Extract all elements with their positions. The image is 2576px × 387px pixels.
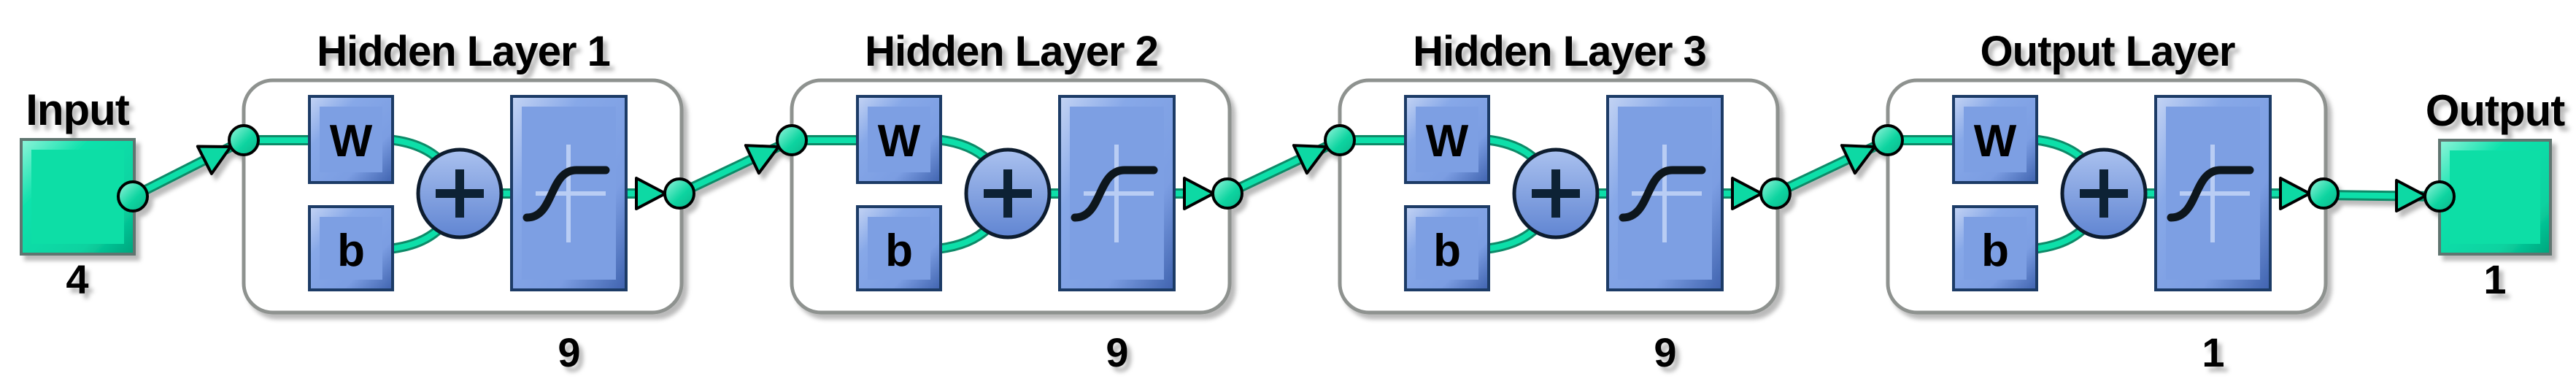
output-size-label: 1 [2483,256,2506,302]
input-node-dot-icon [117,180,149,212]
input-group: Input 4 [20,85,136,302]
layer-neurons-count: 9 [1654,329,1676,375]
hidden-layer-3-body [1325,80,1790,313]
layer-title: Output Layer [1981,28,2235,75]
hidden-layer-3-group: Hidden Layer 3 9 [1325,28,1790,375]
layer-neurons-count: 1 [2202,329,2224,375]
hidden-layer-2-body [777,80,1242,313]
layer-neurons-count: 9 [1106,329,1128,375]
output-node-dot-icon [2423,180,2456,212]
hidden-layer-1-body [229,80,694,313]
input-label: Input [26,85,130,134]
layer-title: Hidden Layer 1 [317,28,610,75]
input-size-label: 4 [66,256,88,302]
signal-connectors [128,131,2445,212]
output-layer-group: Output Layer 1 [1873,28,2338,375]
output-label: Output [2426,86,2566,135]
layer-title: Hidden Layer 2 [865,28,1158,75]
output-block-face [2450,150,2540,244]
output-layer-body [1873,80,2338,313]
output-group: Output 1 [2426,86,2567,302]
hidden-layer-2-group: Hidden Layer 2 9 [777,28,1242,375]
layer-title: Hidden Layer 3 [1413,28,1706,75]
layer-neurons-count: 9 [558,329,580,375]
input-block-face [31,150,124,244]
hidden-layer-1-group: Hidden Layer 1 9 [229,28,694,375]
